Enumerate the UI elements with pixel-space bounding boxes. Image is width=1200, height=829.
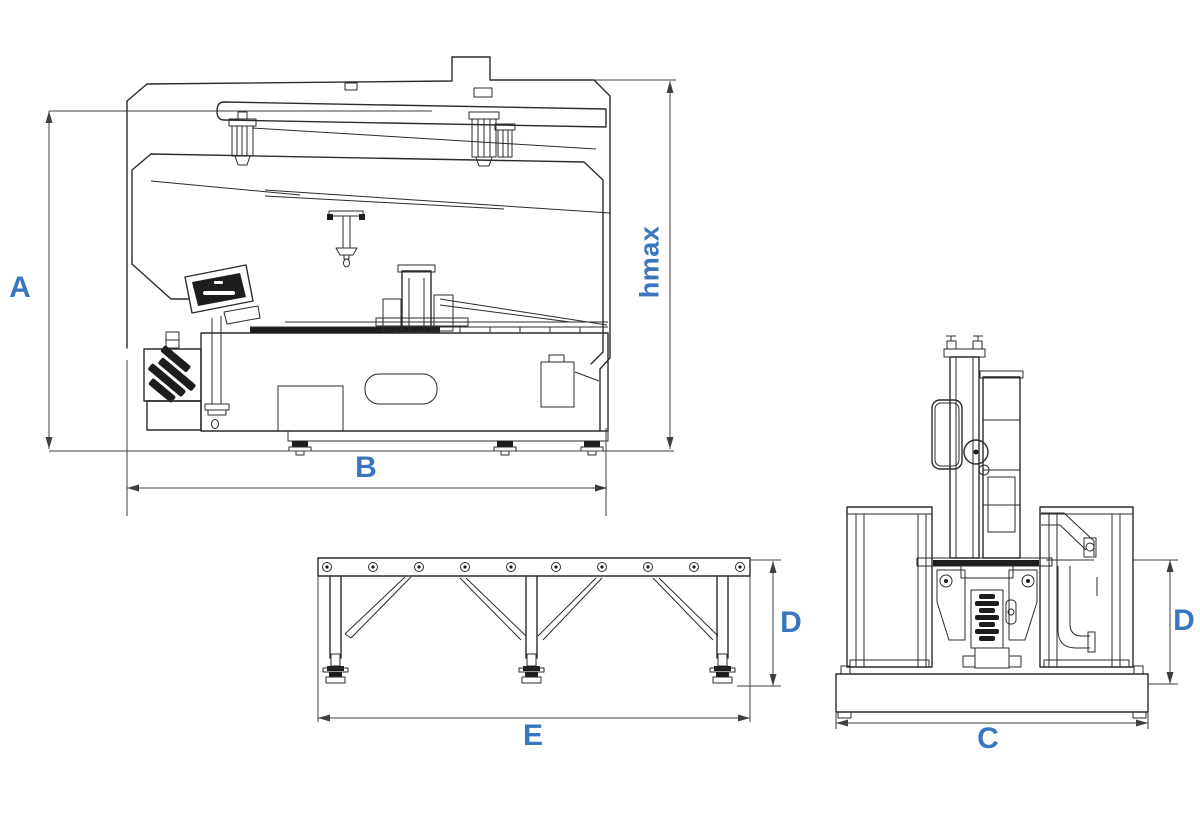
brace bbox=[652, 577, 719, 641]
blade-guide-assembly bbox=[979, 370, 1024, 559]
top-clip-right bbox=[473, 87, 493, 98]
base-skid bbox=[287, 430, 609, 442]
machine-foot bbox=[288, 441, 312, 456]
dim-label-A: A bbox=[9, 271, 31, 304]
pump-box bbox=[540, 361, 575, 408]
dim-line-B bbox=[126, 360, 607, 516]
brace bbox=[459, 577, 527, 641]
guide-column bbox=[401, 270, 432, 333]
dim-line-E bbox=[317, 576, 751, 722]
chip-chute bbox=[1041, 512, 1097, 561]
roller-table-drawing bbox=[317, 557, 751, 684]
side-view-drawing bbox=[126, 56, 611, 456]
dim-label-D-front: D bbox=[1173, 604, 1195, 637]
dim-label-B: B bbox=[355, 451, 377, 484]
dim-label-hmax: hmax bbox=[634, 225, 665, 299]
screen-knob-mark bbox=[214, 281, 223, 284]
diagonal-stripes-logo bbox=[148, 345, 196, 403]
dim-line-D-table bbox=[737, 559, 781, 687]
front-column bbox=[943, 335, 986, 559]
vice-assembly bbox=[936, 565, 1098, 669]
machine-base bbox=[143, 264, 609, 456]
coolant-pipe bbox=[1057, 566, 1090, 649]
screen-digits-mark bbox=[203, 291, 235, 295]
table-leg-left bbox=[329, 575, 342, 659]
control-panel-screen bbox=[192, 273, 246, 306]
front-view-drawing bbox=[835, 335, 1149, 719]
motor-box bbox=[931, 399, 963, 470]
front-view-dimension-lines bbox=[835, 559, 1178, 729]
machine-foot bbox=[493, 441, 517, 456]
front-base-plate bbox=[835, 673, 1149, 713]
blade-lines bbox=[150, 127, 611, 326]
brace bbox=[537, 577, 603, 641]
table-foot bbox=[322, 653, 349, 684]
dim-label-C: C bbox=[977, 722, 999, 755]
work-stop-hanger bbox=[327, 210, 365, 268]
pulley-wheel bbox=[963, 439, 990, 476]
roller-bolts bbox=[322, 562, 745, 572]
dim-line-hmax bbox=[594, 79, 676, 449]
dim-line-A bbox=[48, 110, 432, 449]
hanger-bracket-left bbox=[228, 111, 257, 166]
table-foot bbox=[709, 653, 736, 684]
panel-neck-arm bbox=[211, 316, 222, 404]
roller-table-dimension-lines bbox=[317, 559, 781, 722]
coupling-disks bbox=[975, 594, 999, 641]
hanger-bracket-right bbox=[468, 111, 516, 167]
side-inner-frame bbox=[131, 153, 604, 365]
top-clip-left bbox=[344, 82, 358, 91]
table-leg-right bbox=[716, 575, 729, 659]
bed-strip bbox=[250, 327, 440, 333]
machine-foot bbox=[580, 441, 604, 456]
base-cutout bbox=[364, 373, 438, 405]
dim-label-D-table: D bbox=[780, 606, 802, 639]
table-foot bbox=[518, 653, 545, 684]
dim-line-D-front bbox=[1133, 559, 1178, 685]
dim-line-C bbox=[835, 712, 1149, 729]
dim-label-E: E bbox=[522, 719, 544, 752]
roller-table-rail bbox=[317, 557, 751, 577]
side-outer-cover bbox=[126, 56, 611, 432]
front-wall-left bbox=[846, 506, 933, 668]
table-leg-middle bbox=[525, 575, 538, 659]
side-top-beam bbox=[216, 101, 607, 128]
side-view-dimension-lines bbox=[45, 79, 676, 516]
control-panel bbox=[184, 264, 261, 429]
brace bbox=[344, 576, 412, 639]
front-wall-right bbox=[1039, 506, 1134, 668]
